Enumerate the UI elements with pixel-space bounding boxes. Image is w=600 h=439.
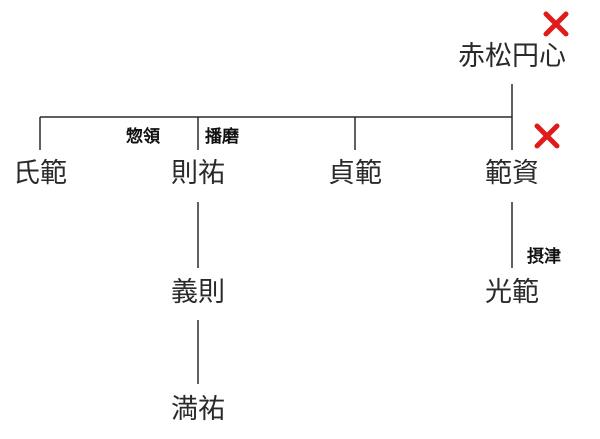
node-n2-child: 義則 — [171, 277, 225, 308]
node-n4: 範資 — [485, 158, 539, 189]
node-root: 赤松円心 — [458, 41, 566, 72]
node-n1: 氏範 — [13, 158, 67, 189]
tag-harima: 播磨 — [205, 127, 239, 147]
node-n2-grandchild: 満祐 — [171, 394, 225, 425]
cross-icon — [532, 121, 562, 151]
node-n3: 貞範 — [328, 158, 382, 189]
tag-souryou: 惣領 — [126, 127, 160, 147]
node-n4-child: 光範 — [485, 277, 539, 308]
tag-settsu: 摂津 — [527, 247, 561, 267]
cross-icon — [541, 9, 571, 39]
node-n2: 則祐 — [171, 158, 225, 189]
